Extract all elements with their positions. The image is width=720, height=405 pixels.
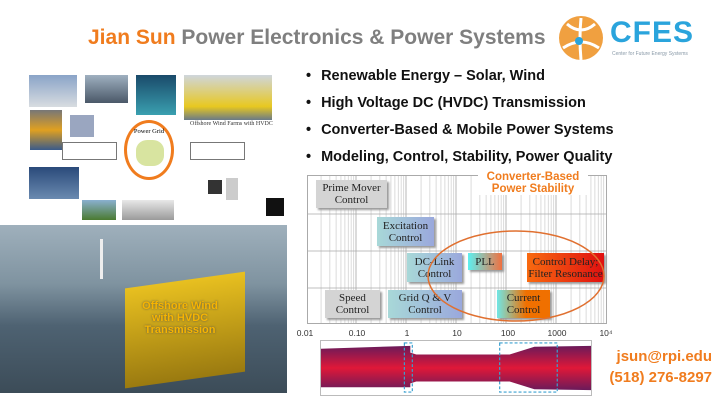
x-tick: 10 — [452, 328, 462, 338]
block-grid-qv: Grid Q & V Control — [388, 290, 462, 318]
offshore-wind-photo — [0, 225, 287, 393]
power-grid-collage: Offshore Wind Farms with HVDC Power Grid — [0, 62, 290, 222]
converter-schematic — [62, 142, 117, 160]
x-tick: 0.01 — [296, 328, 314, 338]
appliance-image — [208, 180, 222, 194]
block-current: Current Control — [497, 290, 550, 318]
wind-turbine-image — [100, 239, 103, 279]
transformer-image — [30, 110, 62, 150]
offshore-platform-image — [184, 75, 272, 120]
photo-caption: Offshore Wind with HVDC Transmission — [142, 300, 218, 336]
converter-schematic — [190, 142, 245, 160]
phone-number: (518) 276-8297 — [609, 369, 712, 386]
x-tick: 1 — [404, 328, 410, 338]
bullet-list: Renewable Energy – Solar, Wind High Volt… — [306, 66, 614, 174]
diagram-title: Converter-Based Power Stability — [478, 171, 588, 195]
slide-title: Jian Sun Power Electronics & Power Syste… — [88, 26, 546, 50]
electric-car-image — [122, 200, 174, 220]
solar-farm-image — [85, 75, 128, 103]
title-subtitle: Power Electronics & Power Systems — [181, 26, 546, 49]
cfes-logo — [559, 16, 603, 61]
appliance-image — [226, 178, 238, 200]
block-excitation: Excitation Control — [377, 217, 434, 246]
bullet-item: Renewable Energy – Solar, Wind — [306, 66, 614, 93]
x-tick: 1000 — [547, 328, 567, 338]
highlight-box — [499, 342, 558, 393]
presenter-name: Jian Sun — [88, 26, 176, 49]
logo-tagline: Center for Future Energy Systems — [612, 51, 688, 57]
bullet-item: High Voltage DC (HVDC) Transmission — [306, 93, 614, 120]
power-grid-label: Power Grid — [133, 128, 165, 135]
logo-text: CFES — [610, 16, 695, 49]
bullet-item: Converter-Based & Mobile Power Systems — [306, 120, 614, 147]
email-link[interactable]: jsun@rpi.edu — [616, 348, 712, 365]
block-pll: PLL — [468, 253, 502, 270]
x-tick: 100 — [500, 328, 516, 338]
stability-ellipse — [427, 230, 605, 322]
x-tick: 0.10 — [348, 328, 366, 338]
block-control-delay: Control Delay; Filter Resonance — [527, 253, 604, 282]
contact-info: jsun@rpi.edu (518) 276-8297 — [594, 346, 712, 388]
solar-house-image — [82, 200, 116, 220]
waveform-plot — [320, 340, 592, 396]
grid-map-image — [136, 140, 164, 166]
wind-turbines-image — [29, 167, 79, 199]
bullet-item: Modeling, Control, Stability, Power Qual… — [306, 147, 614, 174]
light-bulb-image — [266, 198, 284, 216]
battery-storage-image — [29, 75, 77, 107]
substation-image — [136, 75, 176, 115]
x-tick: 10⁴ — [599, 328, 613, 338]
block-prime-mover: Prime Mover Control — [316, 180, 387, 208]
insulator-image — [70, 115, 94, 137]
block-speed: Speed Control — [325, 290, 380, 318]
offshore-caption: Offshore Wind Farms with HVDC — [190, 121, 273, 127]
